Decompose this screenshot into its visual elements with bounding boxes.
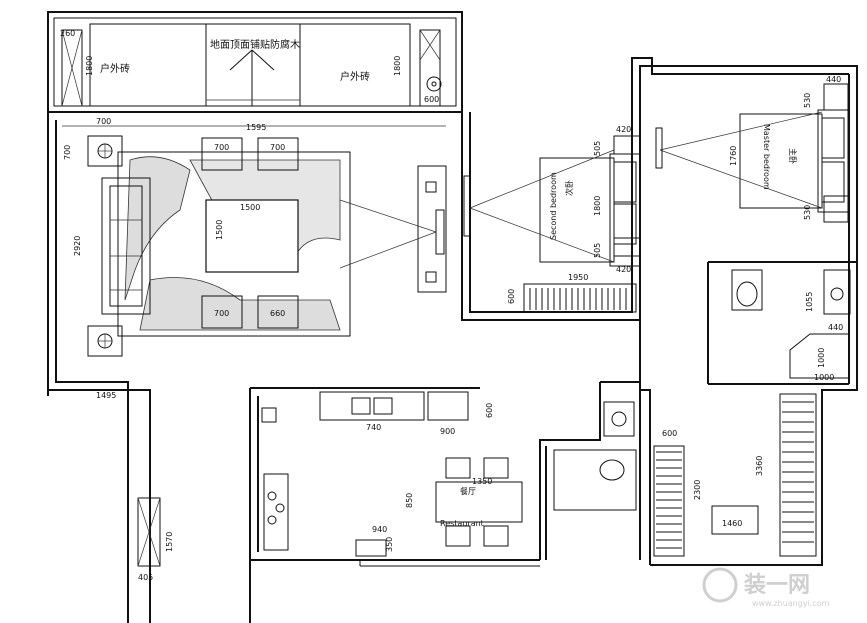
second-bedroom-dim-505a: 505 [593,141,602,156]
second-bedroom-dim-600: 600 [507,289,516,304]
master-bath: 1055 440 1000 1000 [731,269,851,382]
dining: 1350 850 Restaurant 餐厅 [405,457,523,547]
second-bedroom-label-en: Second bedroom [549,172,558,240]
bathroom2-dim-2300: 2300 [693,480,702,500]
second-bedroom-dim-bottom: 420 [616,265,631,274]
second-bedroom-label-cn: 次卧 [564,180,574,196]
master-bedroom: Master bedroom 主卧 440 530 1760 530 [655,75,849,223]
entry: 1570 405 [137,497,174,582]
balcony-dim-right: 1800 [393,56,402,76]
kitchen-dim-940: 940 [372,525,387,534]
dining-dim-850: 850 [405,493,414,508]
master-bath-dim-440: 440 [828,323,843,332]
master-bedroom-dim-530a: 530 [803,93,812,108]
balcony-dim-left: 1800 [85,56,94,76]
second-bedroom-dim-wardrobe: 1950 [568,273,588,282]
master-bedroom-label-en: Master bedroom [762,124,771,190]
balcony-corner-dim: 260 [60,29,75,38]
living-dim-width: 700 [96,117,111,126]
kitchen-dim-350: 350 [385,537,394,552]
balcony-dim-sink: 600 [424,95,439,104]
guest-wc [553,401,637,511]
balcony-tile-right-label: 户外砖 [340,70,370,83]
balcony-tile-left-label: 户外砖 [100,62,130,75]
master-bath-dim-1000b: 1000 [814,373,834,382]
master-bedroom-label-cn: 主卧 [788,148,798,164]
bathroom2-dim-3360: 3360 [755,456,764,476]
kitchen-dim-740: 740 [366,423,381,432]
balcony: 地面顶面铺贴防腐木 户外砖 户外砖 1800 1800 600 260 [60,23,442,107]
dining-label-cn: 餐厅 [460,487,476,496]
entry-dim-405: 405 [138,573,153,582]
watermark: 装一网 www.zhuangyi.com [702,567,830,608]
watermark-url: www.zhuangyi.com [752,599,830,608]
living-dim-chair-tr: 700 [270,143,285,152]
living-dim-side: 700 [63,145,72,160]
living-dim-chair-br: 660 [270,309,285,318]
watermark-brand: 装一网 [744,573,810,598]
living-dim-chair-bl: 700 [214,309,229,318]
living-room: 700 1595 700 2920 1500 1500 700 700 700 … [62,117,447,400]
entry-dim-1570: 1570 [165,532,174,552]
second-bedroom-dim-top: 420 [616,125,631,134]
master-bedroom-dim-440: 440 [826,75,841,84]
living-dim-depth: 2920 [73,236,82,256]
kitchen: 740 900 600 940 350 [261,391,494,557]
bathroom-2: 600 2300 3360 1460 [653,393,817,557]
master-bedroom-dim-530b: 530 [803,205,812,220]
living-dim-table-v: 1500 [215,220,224,240]
second-bedroom-dim-505b: 505 [593,243,602,258]
master-bedroom-dim-1760: 1760 [729,146,738,166]
kitchen-dim-900: 900 [440,427,455,436]
master-bath-dim-1000a: 1000 [817,348,826,368]
living-dim-bottom: 1495 [96,391,116,400]
second-bedroom-dim-bed: 1800 [593,196,602,216]
outer-walls [47,11,858,623]
living-dim-chair-tl: 700 [214,143,229,152]
master-bath-dim-1055: 1055 [805,292,814,312]
dining-label: Restaurant [440,519,484,528]
balcony-floor-label: 地面顶面铺贴防腐木 [210,38,300,51]
living-dim-table: 1500 [240,203,260,212]
second-bedroom: Second bedroom 次卧 420 505 1800 505 420 1… [463,125,641,313]
dining-dim-1350: 1350 [472,477,492,486]
kitchen-dim-600: 600 [485,403,494,418]
living-dim-table-span: 1595 [246,123,266,132]
bathroom2-dim-600: 600 [662,429,677,438]
bathroom2-dim-1460: 1460 [722,519,742,528]
